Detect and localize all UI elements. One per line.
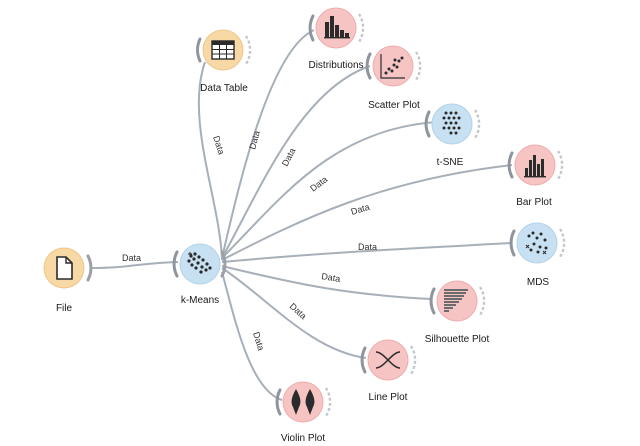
input-anchor[interactable] (365, 52, 372, 80)
link-kmeans-silhouette-plot[interactable] (221, 265, 433, 300)
output-anchor[interactable] (86, 254, 93, 282)
link-kmeans-scatter-plot[interactable] (221, 65, 371, 259)
widget-label: Scatter Plot (368, 100, 420, 111)
output-anchor[interactable] (414, 51, 422, 81)
widget-tsne[interactable]: t-SNE (424, 103, 481, 168)
file-icon (56, 256, 73, 280)
input-anchor[interactable] (424, 110, 431, 138)
widget-kmeans[interactable]: k-Means (172, 243, 227, 306)
line-plot-icon (375, 351, 401, 369)
link-label-kmeans-bar-plot: Data (350, 202, 371, 217)
widget-violin-plot-body[interactable] (282, 381, 324, 423)
link-labels: Data Data Data Data Data Data Data Data … (122, 130, 377, 352)
widget-file[interactable]: File (43, 247, 93, 314)
widget-kmeans-body[interactable] (179, 243, 221, 285)
input-anchor[interactable] (429, 287, 436, 315)
widget-scatter-plot[interactable]: Scatter Plot (365, 45, 422, 111)
input-anchor[interactable] (360, 346, 367, 374)
violin-icon (291, 389, 315, 415)
link-kmeans-data-table[interactable] (197, 61, 223, 261)
output-anchor[interactable] (409, 345, 417, 375)
widget-label: MDS (527, 277, 550, 288)
link-kmeans-mds[interactable] (221, 242, 513, 263)
silhouette-icon (444, 289, 468, 312)
output-anchor[interactable] (478, 286, 486, 316)
output-anchor[interactable] (324, 387, 332, 417)
output-anchor[interactable] (357, 13, 365, 43)
output-anchor[interactable] (556, 150, 564, 180)
input-anchor[interactable] (308, 14, 315, 42)
link-label-kmeans-tsne: Data (308, 174, 329, 193)
link-label-kmeans-violin-plot: Data (251, 331, 266, 352)
widget-bar-plot[interactable]: Bar Plot (507, 144, 564, 208)
link-kmeans-bar-plot[interactable] (221, 164, 513, 261)
link-label-kmeans-mds: Data (358, 242, 377, 252)
widget-silhouette-plot[interactable]: Silhouette Plot (425, 280, 490, 345)
output-anchor[interactable] (220, 250, 227, 278)
output-anchor[interactable] (558, 228, 566, 258)
output-anchor[interactable] (244, 35, 252, 65)
widget-violin-plot[interactable]: Violin Plot (275, 381, 332, 444)
input-anchor[interactable] (172, 250, 179, 278)
widget-label: k-Means (181, 295, 219, 306)
link-label-kmeans-silhouette-plot: Data (321, 271, 341, 284)
link-label-kmeans-distributions: Data (247, 130, 262, 151)
link-kmeans-line-plot[interactable] (221, 267, 367, 359)
kmeans-icon (187, 252, 212, 274)
links (89, 29, 513, 401)
widget-line-plot[interactable]: Line Plot (360, 339, 417, 403)
scatter-icon (380, 54, 405, 79)
widget-distributions[interactable]: Distributions (308, 7, 365, 71)
widget-label: Distributions (308, 60, 363, 71)
widget-label: Data Table (200, 83, 248, 94)
link-label-kmeans-line-plot: Data (288, 301, 309, 321)
tsne-icon (442, 111, 461, 135)
widget-data-table[interactable]: Data Table (196, 29, 252, 94)
histogram-icon (324, 16, 350, 39)
widget-mds-body[interactable] (516, 222, 558, 264)
table-icon (211, 40, 235, 60)
input-anchor[interactable] (275, 388, 282, 416)
widget-label: Silhouette Plot (425, 334, 490, 345)
widget-label: File (56, 303, 73, 314)
widget-label: t-SNE (437, 157, 464, 168)
output-anchor[interactable] (473, 109, 481, 139)
mds-icon (525, 231, 548, 255)
widget-label: Bar Plot (516, 197, 552, 208)
link-label-file-kmeans: Data (122, 253, 141, 263)
link-kmeans-distributions[interactable] (221, 29, 315, 259)
widget-label: Violin Plot (281, 433, 326, 444)
input-anchor[interactable] (507, 151, 514, 179)
link-kmeans-violin-plot[interactable] (221, 271, 283, 401)
bar-chart-icon (524, 155, 546, 178)
link-file-kmeans[interactable] (89, 261, 179, 269)
input-anchor[interactable] (196, 37, 202, 63)
widget-mds[interactable]: MDS (509, 222, 566, 288)
link-label-kmeans-data-table: Data (211, 135, 226, 156)
input-anchor[interactable] (509, 229, 516, 257)
link-kmeans-tsne[interactable] (221, 121, 437, 259)
widget-label: Line Plot (369, 392, 408, 403)
